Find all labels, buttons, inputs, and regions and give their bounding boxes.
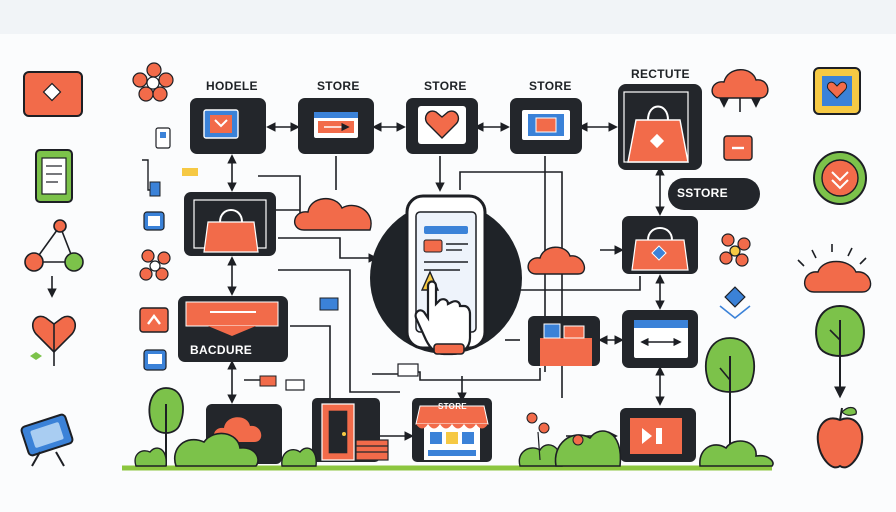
node-folder xyxy=(528,316,600,366)
flower-icon xyxy=(139,249,171,281)
badge-label: BACDURE xyxy=(190,343,253,357)
hand-pointer-icon xyxy=(414,280,472,356)
bush-icon xyxy=(554,430,622,467)
node-label-rectute: RECTUTE xyxy=(631,67,690,81)
node-play xyxy=(620,408,696,462)
top-band xyxy=(0,0,896,34)
node-shop xyxy=(412,398,492,462)
store-pill xyxy=(668,178,760,210)
bush-icon xyxy=(699,440,774,467)
badge-icon xyxy=(813,151,867,205)
node-badge xyxy=(178,296,288,362)
flower-icon xyxy=(526,412,584,461)
store-pill-label: SSTORE xyxy=(677,186,728,200)
cloud-icon xyxy=(527,246,586,275)
heart-icon xyxy=(30,315,77,366)
right-icons xyxy=(813,67,867,469)
mini-window-icon xyxy=(319,297,339,311)
node-bag-left xyxy=(184,192,276,256)
tree-icon xyxy=(815,304,865,399)
node-screen-right xyxy=(622,310,698,368)
apple-icon xyxy=(816,406,864,469)
flower-icon xyxy=(132,62,174,102)
cloud-icon xyxy=(804,260,872,293)
node-store-3 xyxy=(510,98,582,154)
clouds xyxy=(294,69,872,293)
cloud-icon xyxy=(294,198,372,231)
node-label-hodele: HODELE xyxy=(206,79,258,93)
bush-icon xyxy=(281,447,317,467)
network-icon xyxy=(24,219,84,298)
flower-icon xyxy=(719,233,751,267)
node-label-store-2: STORE xyxy=(424,79,467,93)
scenery xyxy=(134,337,774,467)
small-icons xyxy=(132,62,753,391)
node-rectute xyxy=(618,84,702,170)
node-store-1 xyxy=(298,98,374,154)
cloud-icon xyxy=(711,69,769,99)
bush-icon xyxy=(173,432,259,467)
node-store-2 xyxy=(406,98,478,154)
node-label-store-3: STORE xyxy=(529,79,572,93)
tree-icon xyxy=(704,337,756,466)
node-hodele xyxy=(190,98,266,154)
up-arrow-icon xyxy=(139,307,169,333)
diamond-stand-icon xyxy=(20,413,74,467)
bush-icon xyxy=(134,447,167,467)
layers-icon xyxy=(719,286,751,320)
shop-sign-label: STORE xyxy=(438,402,467,411)
framed-heart-icon xyxy=(813,67,861,115)
left-icons xyxy=(20,71,84,467)
node-bag-right xyxy=(622,216,698,274)
phone-icon xyxy=(35,149,73,203)
node-label-store-1: STORE xyxy=(317,79,360,93)
node-door xyxy=(312,398,389,462)
